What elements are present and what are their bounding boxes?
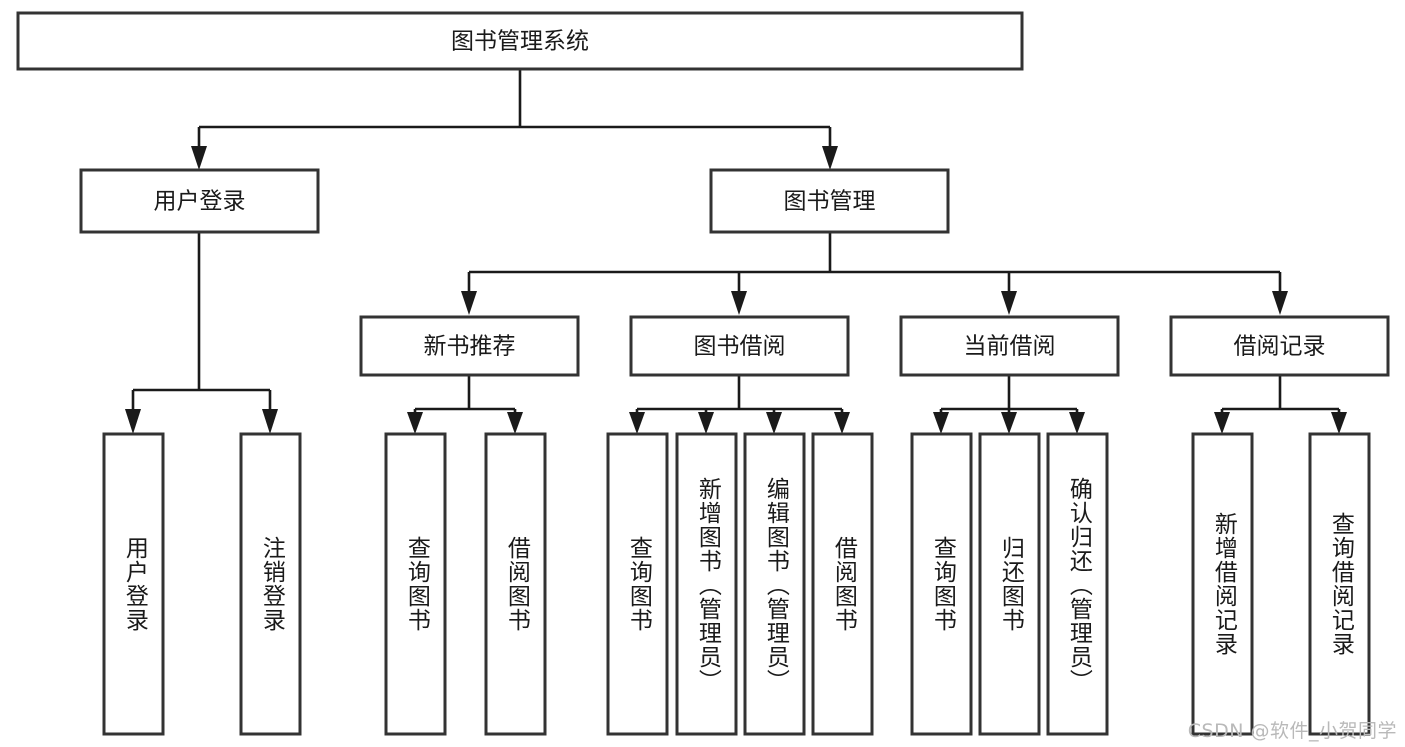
- leaf-add-record-box[interactable]: [1191, 432, 1254, 736]
- node-current-borrow-box[interactable]: [899, 315, 1120, 377]
- arrow-head-icon: [407, 412, 423, 434]
- leaf-borrow-book-1-box[interactable]: [484, 432, 547, 736]
- node-current-borrow[interactable]: 当前借阅: [899, 315, 1120, 377]
- node-root[interactable]: 图书管理系统: [16, 11, 1024, 71]
- arrow-head-icon: [1001, 412, 1017, 434]
- node-book-management-label: 图书管理: [784, 189, 876, 215]
- node-borrow-record-label: 借阅记录: [1234, 334, 1326, 360]
- node-new-book-recommend[interactable]: 新书推荐: [359, 315, 580, 377]
- arrow-head-icon: [698, 412, 714, 434]
- node-book-management-box[interactable]: [709, 168, 950, 234]
- leaf-return-book-box[interactable]: [978, 432, 1041, 736]
- connector-userlogin-to-leaves: [125, 232, 278, 434]
- node-root-box[interactable]: [16, 11, 1024, 71]
- node-book-borrow-box[interactable]: [629, 315, 850, 377]
- arrow-head-icon: [1272, 291, 1288, 315]
- leaf-edit-book-box[interactable]: [743, 432, 806, 736]
- node-user-login-label: 用户登录: [154, 189, 246, 215]
- arrow-head-icon: [766, 412, 782, 434]
- connector-borrowrecord-to-leaves: [1214, 375, 1347, 434]
- node-borrow-record[interactable]: 借阅记录: [1169, 315, 1390, 377]
- leaf-borrow-book-2-box[interactable]: [811, 432, 874, 736]
- node-root-label: 图书管理系统: [451, 29, 589, 55]
- leaf-add-book-box[interactable]: [675, 432, 738, 736]
- arrow-head-icon: [1331, 412, 1347, 434]
- node-book-management[interactable]: 图书管理: [709, 168, 950, 234]
- arrow-head-icon: [933, 412, 949, 434]
- connector-root-to-level2: [191, 69, 838, 170]
- node-book-borrow[interactable]: 图书借阅: [629, 315, 850, 377]
- arrow-head-icon: [1069, 412, 1085, 434]
- leaf-user-login-box[interactable]: [102, 432, 165, 736]
- node-borrow-record-box[interactable]: [1169, 315, 1390, 377]
- leaf-query-book-2-box[interactable]: [606, 432, 669, 736]
- arrow-head-icon: [629, 412, 645, 434]
- arrow-head-icon: [1001, 291, 1017, 315]
- connector-bookborrow-to-leaves: [629, 375, 850, 434]
- leaf-confirm-return-box[interactable]: [1046, 432, 1109, 736]
- watermark-text: CSDN @软件_小贺同学: [1187, 720, 1397, 742]
- node-book-borrow-label: 图书借阅: [694, 334, 786, 360]
- arrow-head-icon: [125, 409, 141, 434]
- node-new-book-recommend-box[interactable]: [359, 315, 580, 377]
- arrow-head-icon: [822, 146, 838, 170]
- node-current-borrow-label: 当前借阅: [964, 334, 1056, 360]
- arrow-head-icon: [834, 412, 850, 434]
- leaf-query-book-3-box[interactable]: [910, 432, 973, 736]
- arrow-head-icon: [461, 291, 477, 315]
- connector-bookmgmt-to-level3: [461, 232, 1288, 315]
- leaf-query-book-1-box[interactable]: [384, 432, 447, 736]
- connector-newbook-to-leaves: [407, 375, 523, 434]
- arrow-head-icon: [1214, 412, 1230, 434]
- arrow-head-icon: [731, 291, 747, 315]
- arrow-head-icon: [507, 412, 523, 434]
- node-user-login[interactable]: 用户登录: [79, 168, 320, 234]
- node-new-book-recommend-label: 新书推荐: [424, 334, 516, 360]
- connector-currentborrow-to-leaves: [933, 375, 1085, 434]
- leaf-logout-login-box[interactable]: [239, 432, 302, 736]
- leaf-query-record-box[interactable]: [1308, 432, 1371, 736]
- arrow-head-icon: [262, 409, 278, 434]
- node-user-login-box[interactable]: [79, 168, 320, 234]
- arrow-head-icon: [191, 146, 207, 170]
